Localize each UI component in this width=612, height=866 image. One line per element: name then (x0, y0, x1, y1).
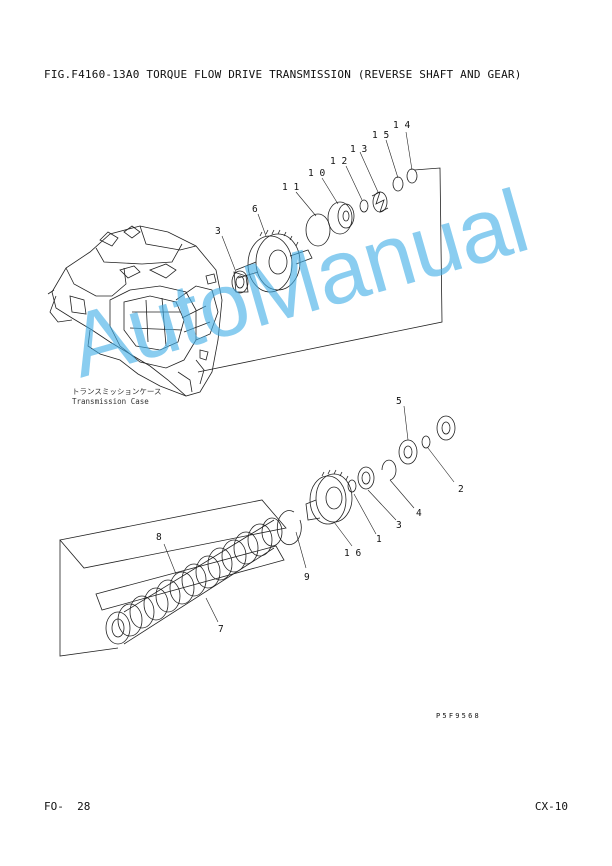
callout-4: 4 (416, 508, 422, 519)
callout-11: 1 1 (282, 182, 299, 193)
upper-shaft-assembly (197, 167, 443, 373)
callout-15: 1 5 (372, 130, 389, 141)
callout-16: 1 6 (344, 548, 361, 559)
callout-9: 9 (304, 572, 310, 583)
callout-1: 1 (376, 534, 382, 545)
leader-lines (163, 131, 455, 623)
lower-gear-assembly (59, 415, 456, 657)
footer-model: CX-10 (534, 800, 568, 813)
case-label-jp: トランスミッションケース (72, 387, 162, 396)
callout-13: 1 3 (350, 144, 367, 155)
callout-3-lower: 3 (396, 520, 402, 531)
transmission-case-drawing (47, 225, 223, 397)
callout-14: 1 4 (393, 120, 410, 131)
callout-10: 1 0 (308, 168, 325, 179)
case-label-en: Transmission Case (72, 397, 149, 406)
callout-7: 7 (218, 624, 224, 635)
callout-5: 5 (396, 396, 402, 407)
clutch-disc-stack (105, 517, 283, 645)
callout-12: 1 2 (330, 156, 347, 167)
callout-2: 2 (458, 484, 464, 495)
callout-8: 8 (156, 532, 162, 543)
page-title: FIG.F4160-13A0 TORQUE FLOW DRIVE TRANSMI… (44, 68, 522, 81)
footer-page-number: FO- 28 (44, 800, 91, 813)
callout-6: 6 (252, 204, 258, 215)
callout-3-upper: 3 (215, 226, 221, 237)
drawing-code: P5F9568 (436, 712, 481, 720)
